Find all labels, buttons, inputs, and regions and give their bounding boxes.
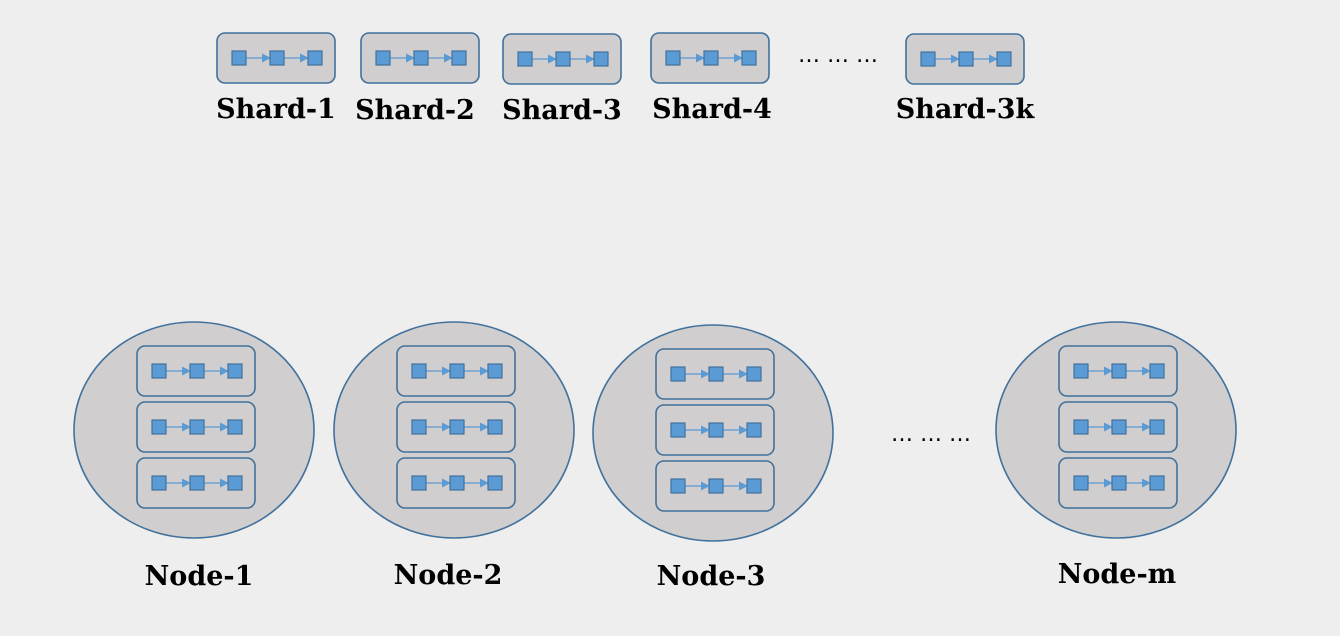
element-square — [1073, 363, 1089, 379]
element-square — [746, 422, 762, 438]
element-square — [487, 419, 503, 435]
node-shard-1 — [1058, 345, 1178, 397]
shard-5 — [905, 33, 1025, 85]
node-3 — [592, 324, 834, 542]
shard-1 — [216, 32, 336, 84]
node-label-m: Node-m — [1058, 559, 1177, 590]
element-square — [555, 51, 571, 67]
element-square — [670, 422, 686, 438]
node-shard-2 — [396, 401, 516, 453]
element-square — [227, 475, 243, 491]
element-square — [227, 363, 243, 379]
element-square — [996, 51, 1012, 67]
shard-ellipsis: … … … — [798, 43, 878, 68]
shard-2 — [360, 32, 480, 84]
node-shard-2 — [655, 404, 775, 456]
element-square — [487, 363, 503, 379]
element-square — [670, 366, 686, 382]
node-2 — [333, 321, 575, 539]
element-square — [670, 478, 686, 494]
element-square — [487, 475, 503, 491]
element-square — [1073, 475, 1089, 491]
node-label-1: Node-1 — [145, 561, 254, 592]
element-square — [269, 50, 285, 66]
element-square — [593, 51, 609, 67]
element-square — [741, 50, 757, 66]
element-square — [189, 475, 205, 491]
shard-label-1: Shard-1 — [216, 94, 336, 125]
element-square — [1111, 363, 1127, 379]
element-square — [746, 366, 762, 382]
element-square — [517, 51, 533, 67]
node-shard-1 — [136, 345, 256, 397]
shard-label-2: Shard-2 — [355, 95, 475, 126]
element-square — [189, 363, 205, 379]
element-square — [1149, 475, 1165, 491]
element-square — [227, 419, 243, 435]
element-square — [958, 51, 974, 67]
node-shard-3 — [396, 457, 516, 509]
element-square — [411, 475, 427, 491]
element-square — [189, 419, 205, 435]
node-ellipsis: … … … — [891, 422, 971, 447]
element-square — [451, 50, 467, 66]
node-shard-3 — [136, 457, 256, 509]
shard-4 — [650, 32, 770, 84]
node-label-3: Node-3 — [657, 561, 766, 592]
element-square — [307, 50, 323, 66]
element-square — [449, 475, 465, 491]
shard-row — [216, 32, 1025, 85]
shard-label-3: Shard-3 — [502, 95, 622, 126]
node-shard-3 — [655, 460, 775, 512]
element-square — [665, 50, 681, 66]
element-square — [375, 50, 391, 66]
shard-label-3k: Shard-3k — [896, 94, 1036, 125]
element-square — [411, 363, 427, 379]
element-square — [920, 51, 936, 67]
node-shard-3 — [1058, 457, 1178, 509]
node-shard-1 — [396, 345, 516, 397]
node-1 — [73, 321, 315, 539]
element-square — [1111, 419, 1127, 435]
element-square — [1073, 419, 1089, 435]
element-square — [411, 419, 427, 435]
element-square — [449, 363, 465, 379]
node-shard-2 — [1058, 401, 1178, 453]
element-square — [1149, 363, 1165, 379]
element-square — [449, 419, 465, 435]
element-square — [746, 478, 762, 494]
element-square — [703, 50, 719, 66]
node-row — [73, 321, 1237, 542]
element-square — [708, 422, 724, 438]
node-shard-1 — [655, 348, 775, 400]
element-square — [708, 478, 724, 494]
element-square — [231, 50, 247, 66]
node-4 — [995, 321, 1237, 539]
element-square — [151, 475, 167, 491]
element-square — [1149, 419, 1165, 435]
node-label-2: Node-2 — [394, 560, 503, 591]
element-square — [1111, 475, 1127, 491]
element-square — [413, 50, 429, 66]
shard-label-4: Shard-4 — [652, 94, 772, 125]
element-square — [151, 363, 167, 379]
shard-3 — [502, 33, 622, 85]
node-shard-2 — [136, 401, 256, 453]
element-square — [708, 366, 724, 382]
element-square — [151, 419, 167, 435]
